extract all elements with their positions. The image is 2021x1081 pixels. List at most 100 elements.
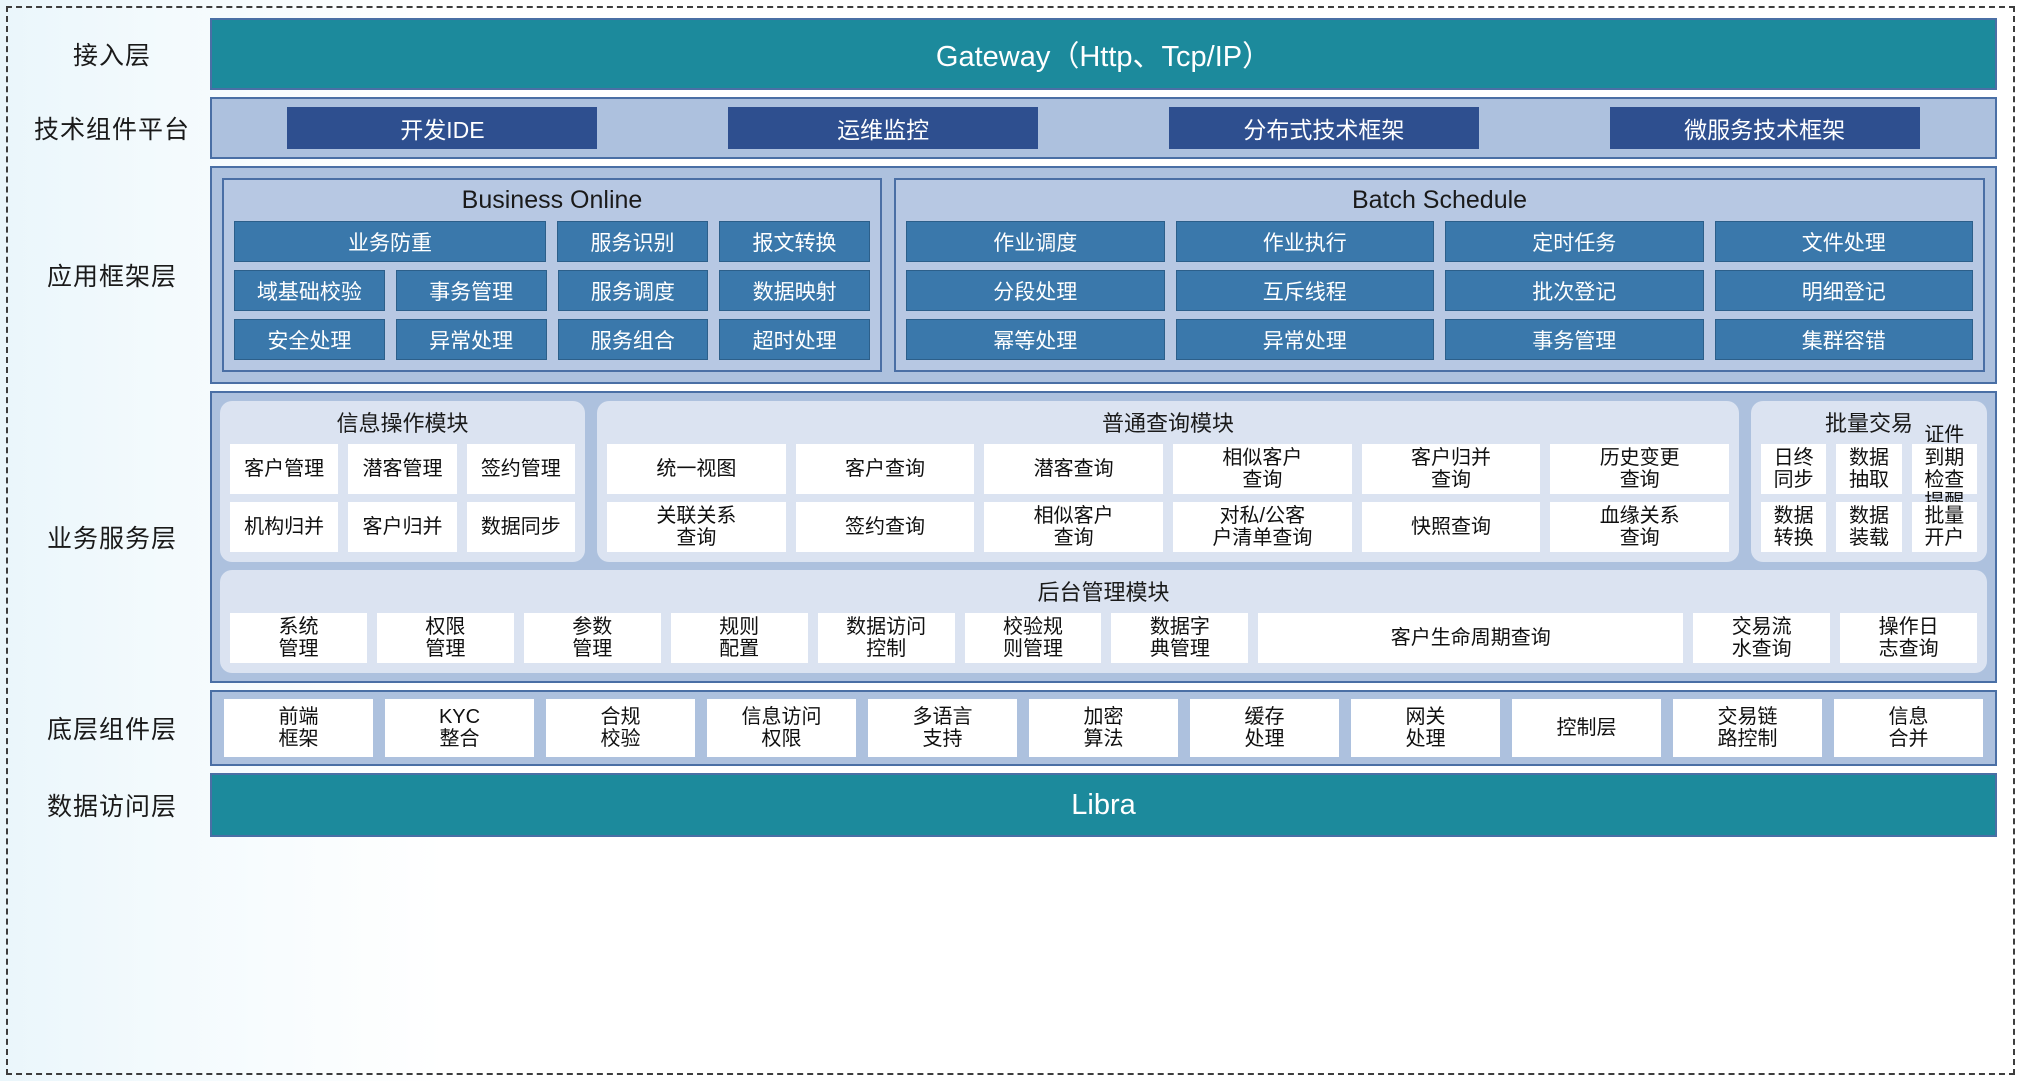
chip-mutex-thread[interactable]: 互斥线程 [1175, 270, 1434, 311]
chip-timed-task[interactable]: 定时任务 [1445, 221, 1704, 262]
box-transaction-flow-query[interactable]: 交易流 水查询 [1693, 613, 1831, 663]
box-customer-lifecycle-query[interactable]: 客户生命周期查询 [1258, 613, 1684, 663]
layer-row-app-framework: 应用框架层 Business Online 业务防重 服务识别 报文转换 域 [14, 166, 1997, 384]
layer-label-access: 接入层 [72, 42, 151, 70]
tech-chip-microservice[interactable]: 微服务技术框架 [1609, 107, 1920, 149]
box-cache-processing[interactable]: 缓存 处理 [1190, 699, 1339, 757]
box-parameter-mgmt[interactable]: 参数 管理 [523, 613, 661, 663]
box-rule-config[interactable]: 规则 配置 [670, 613, 808, 663]
box-contract-query[interactable]: 签约查询 [795, 502, 975, 552]
box-kyc-integration[interactable]: KYC 整合 [385, 699, 534, 757]
box-org-merge[interactable]: 机构归并 [230, 502, 339, 552]
chip-detail-register[interactable]: 明细登记 [1714, 270, 1973, 311]
common-query-module: 普通查询模块 统一视图 客户查询 潜客查询 相似客户 查询 客户归并 查询 历史… [597, 401, 1739, 562]
business-service-panel: 信息操作模块 客户管理 潜客管理 签约管理 机构归并 客户归并 [210, 391, 1997, 683]
backend-management-module: 后台管理模块 系统 管理 权限 管理 参数 管理 规则 配置 数据访问 控制 校… [220, 570, 1987, 673]
chip-service-schedule[interactable]: 服务调度 [557, 270, 709, 311]
info-operation-row-1: 客户管理 潜客管理 签约管理 [230, 444, 575, 494]
batch-schedule-group: Batch Schedule 作业调度 作业执行 定时任务 文件处理 分段处理 … [894, 178, 1985, 372]
chip-job-schedule[interactable]: 作业调度 [906, 221, 1165, 262]
box-validation-rule-mgmt[interactable]: 校验规 则管理 [964, 613, 1102, 663]
box-data-dictionary-mgmt[interactable]: 数据字 典管理 [1111, 613, 1249, 663]
layer-row-tech: 技术组件平台 开发IDE 运维监控 分布式技术框架 微服务技术框架 [14, 97, 1997, 159]
batch-schedule-title: Batch Schedule [1351, 186, 1528, 214]
box-multilanguage-support[interactable]: 多语言 支持 [868, 699, 1017, 757]
gateway-bar[interactable]: Gateway（Http、Tcp/IP） [210, 18, 1997, 90]
chip-file-process[interactable]: 文件处理 [1714, 221, 1973, 262]
box-data-access-control[interactable]: 数据访问 控制 [817, 613, 955, 663]
box-data-sync[interactable]: 数据同步 [466, 502, 575, 552]
box-customer-merge[interactable]: 客户归并 [348, 502, 457, 552]
app-framework-panel: Business Online 业务防重 服务识别 报文转换 域基础校验 事务管… [210, 166, 1997, 384]
layer-row-access: 接入层 Gateway（Http、Tcp/IP） [14, 18, 1997, 90]
box-gateway-processing[interactable]: 网关 处理 [1351, 699, 1500, 757]
batch-transaction-row-1: 日终 同步 数据 抽取 证件到期 检查提醒 [1761, 424, 1977, 513]
chip-batch-exception[interactable]: 异常处理 [1175, 319, 1434, 360]
box-frontend-framework[interactable]: 前端 框架 [224, 699, 373, 757]
box-encryption-algorithm[interactable]: 加密 算法 [1029, 699, 1178, 757]
chip-cluster-fault[interactable]: 集群容错 [1714, 319, 1973, 360]
chip-security-process[interactable]: 安全处理 [234, 319, 385, 360]
box-compliance-check[interactable]: 合规 校验 [546, 699, 695, 757]
box-operation-log-query[interactable]: 操作日 志查询 [1840, 613, 1978, 663]
chip-data-mapping[interactable]: 数据映射 [719, 270, 870, 311]
box-similar-customer-query[interactable]: 相似客户 查询 [1173, 444, 1352, 494]
info-operation-module: 信息操作模块 客户管理 潜客管理 签约管理 机构归并 客户归并 [220, 401, 585, 562]
tech-chip-ide[interactable]: 开发IDE [287, 107, 598, 149]
layer-label-base-components: 底层组件层 [46, 716, 177, 744]
box-prospect-mgmt[interactable]: 潜客管理 [348, 444, 457, 494]
box-control-layer[interactable]: 控制层 [1512, 699, 1661, 757]
tech-chip-ops[interactable]: 运维监控 [728, 107, 1039, 149]
backend-management-row: 系统 管理 权限 管理 参数 管理 规则 配置 数据访问 控制 校验规 则管理 … [230, 613, 1978, 663]
base-components-panel: 前端 框架 KYC 整合 合规 校验 信息访问 权限 多语言 支持 加密 算法 … [210, 690, 1997, 766]
box-snapshot-query[interactable]: 快照查询 [1361, 502, 1541, 552]
chip-idempotent-process[interactable]: 幂等处理 [906, 319, 1165, 360]
box-transaction-chain-control[interactable]: 交易链 路控制 [1673, 699, 1822, 757]
libra-bar[interactable]: Libra [210, 773, 1997, 837]
chip-service-compose[interactable]: 服务组合 [557, 319, 709, 360]
chip-domain-validate[interactable]: 域基础校验 [234, 270, 385, 311]
box-customer-merge-query[interactable]: 客户归并 查询 [1361, 444, 1541, 494]
box-customer-mgmt[interactable]: 客户管理 [230, 444, 339, 494]
box-similar-customer-query-2[interactable]: 相似客户 查询 [984, 502, 1164, 552]
chip-job-execute[interactable]: 作业执行 [1175, 221, 1434, 262]
layer-label-business-service: 业务服务层 [46, 525, 177, 553]
diagram-dashed-border [6, 6, 2015, 1075]
box-info-merge[interactable]: 信息 合并 [1834, 699, 1983, 757]
box-data-transform[interactable]: 数据 转换 [1761, 502, 1827, 552]
box-relation-query[interactable]: 关联关系 查询 [607, 502, 786, 552]
box-lineage-query[interactable]: 血缘关系 查询 [1550, 502, 1730, 552]
box-info-access-permission[interactable]: 信息访问 权限 [707, 699, 856, 757]
batch-schedule-row-3: 幂等处理 异常处理 事务管理 集群容错 [906, 319, 1973, 360]
common-query-title: 普通查询模块 [1101, 411, 1234, 436]
batch-schedule-row-1: 作业调度 作业执行 定时任务 文件处理 [906, 221, 1973, 262]
chip-service-identify[interactable]: 服务识别 [556, 221, 708, 262]
tech-chip-distributed[interactable]: 分布式技术框架 [1168, 107, 1479, 149]
box-batch-open-account[interactable]: 批量 开户 [1911, 502, 1977, 552]
batch-transaction-module: 批量交易 日终 同步 数据 抽取 证件到期 检查提醒 数据 转换 数据 装载 [1751, 401, 1987, 562]
business-service-top-row: 信息操作模块 客户管理 潜客管理 签约管理 机构归并 客户归并 [220, 401, 1987, 562]
layer-row-business-service: 业务服务层 信息操作模块 客户管理 潜客管理 签约管理 [14, 391, 1997, 683]
box-private-corp-list-query[interactable]: 对私/公客 户清单查询 [1173, 502, 1352, 552]
chip-segment-process[interactable]: 分段处理 [906, 270, 1165, 311]
box-history-change-query[interactable]: 历史变更 查询 [1550, 444, 1730, 494]
box-system-mgmt[interactable]: 系统 管理 [230, 613, 367, 663]
box-customer-query[interactable]: 客户查询 [795, 444, 975, 494]
box-prospect-query[interactable]: 潜客查询 [984, 444, 1164, 494]
box-eod-sync[interactable]: 日终 同步 [1761, 444, 1827, 494]
chip-transaction-mgmt[interactable]: 事务管理 [395, 270, 547, 311]
business-online-row-3: 安全处理 异常处理 服务组合 超时处理 [234, 319, 870, 360]
chip-batch-register[interactable]: 批次登记 [1445, 270, 1704, 311]
chip-business-dedup[interactable]: 业务防重 [234, 221, 546, 262]
box-data-extract[interactable]: 数据 抽取 [1836, 444, 1902, 494]
chip-exception-process[interactable]: 异常处理 [395, 319, 547, 360]
chip-batch-transaction[interactable]: 事务管理 [1445, 319, 1704, 360]
box-contract-mgmt[interactable]: 签约管理 [466, 444, 575, 494]
chip-timeout-process[interactable]: 超时处理 [719, 319, 870, 360]
chip-message-transform[interactable]: 报文转换 [718, 221, 870, 262]
box-cert-expiry-alert[interactable]: 证件到期 检查提醒 [1911, 424, 1977, 513]
box-permission-mgmt[interactable]: 权限 管理 [376, 613, 514, 663]
box-unified-view[interactable]: 统一视图 [607, 444, 786, 494]
layer-label-data-access: 数据访问层 [46, 793, 177, 821]
box-data-load[interactable]: 数据 装载 [1836, 502, 1902, 552]
